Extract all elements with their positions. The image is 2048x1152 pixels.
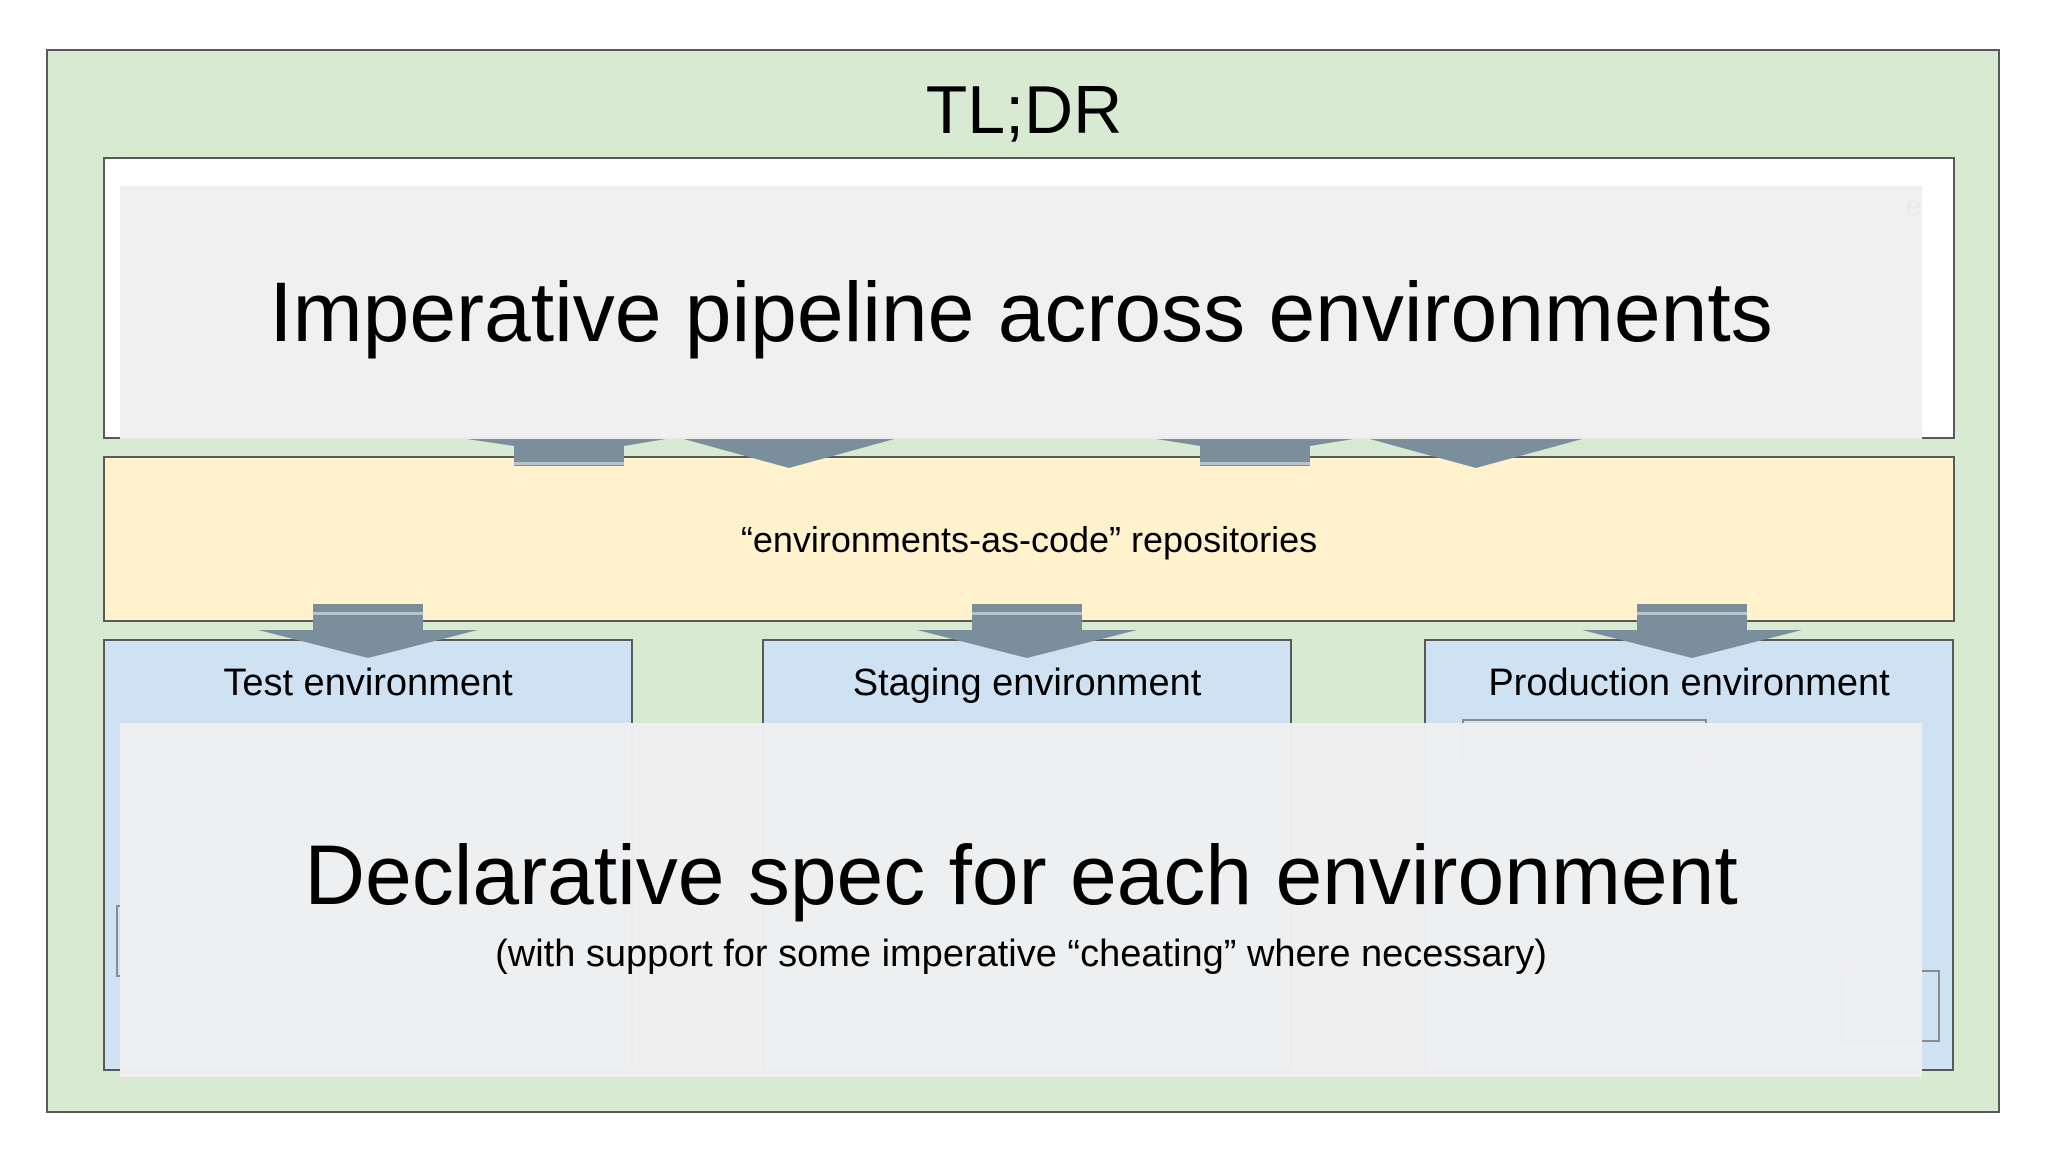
slide-title: TL;DR — [925, 72, 1123, 148]
spec-overlay — [120, 723, 1922, 1077]
spec-subheading: (with support for some imperative “cheat… — [495, 933, 1547, 975]
test-environment-label: Test environment — [223, 662, 513, 704]
spec-heading: Declarative spec for each environment — [304, 828, 1738, 922]
pipeline-overlay — [120, 186, 1922, 439]
repositories-box — [103, 456, 1955, 622]
pipeline-heading: Imperative pipeline across environments — [269, 265, 1773, 359]
production-environment-label: Production environment — [1488, 662, 1890, 704]
staging-environment-label: Staging environment — [852, 662, 1202, 704]
repositories-label: “environments-as-code” repositories — [740, 519, 1318, 560]
